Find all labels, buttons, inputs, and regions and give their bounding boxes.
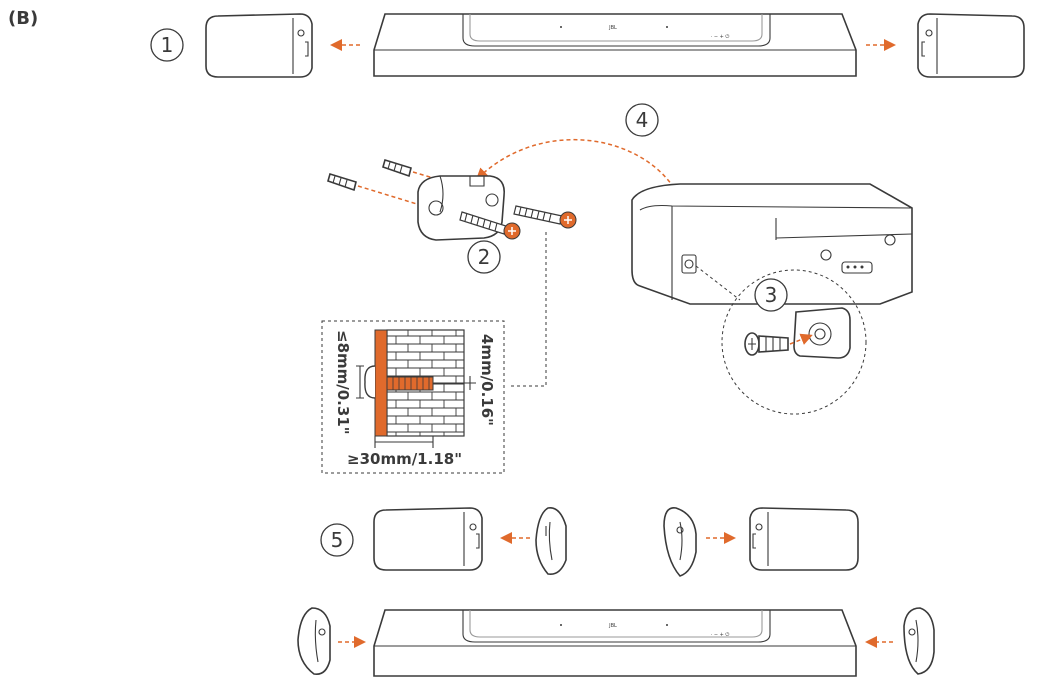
step-5-group: 5: [297, 507, 935, 677]
step-2-group: 2: [327, 158, 577, 387]
step-2-circle: [467, 240, 501, 274]
zoom-circle: [721, 269, 867, 415]
soundbar-brand-bottom: JBL: [608, 623, 617, 629]
arrow-plug-1: [357, 185, 431, 209]
wall-board: [374, 329, 388, 437]
end-cap-bottom-left: [297, 607, 331, 676]
right-speaker-step5: [749, 507, 859, 571]
screw-1: [459, 211, 521, 240]
soundbar-controls-bottom: · − + ⏻: [711, 632, 730, 638]
soundbar-back-perspective: [631, 183, 913, 305]
soundbar-top: JBL · − + ⏻: [373, 13, 857, 77]
screw-detail: [744, 332, 789, 356]
end-cap-bottom-right: [903, 607, 935, 675]
screw-shank-detail: [386, 376, 434, 391]
right-speaker-detached: [917, 13, 1025, 78]
step-4-circle: [625, 103, 659, 137]
arrow-screw-in: [789, 333, 813, 345]
end-cap-right: [663, 507, 697, 577]
dim-screw-protrusion: 4mm/0.16": [478, 334, 496, 426]
left-speaker-detached: [205, 13, 313, 78]
step-3-number: 3: [765, 283, 778, 307]
step-5-circle: [320, 523, 354, 557]
end-cap-left: [535, 507, 567, 576]
step-3-circle: [754, 278, 788, 312]
step-1-group: 1 JBL · − + ⏻: [150, 13, 1025, 78]
step-2-number: 2: [478, 245, 491, 269]
wall-plug-2: [382, 158, 412, 178]
dim-screw-depth: ≥30mm/1.18": [347, 450, 462, 468]
bracket-slot-detail: [793, 307, 851, 359]
step-1-number: 1: [161, 33, 174, 57]
step-5-number: 5: [331, 528, 344, 552]
wall-plug-1: [327, 172, 357, 192]
soundbar-controls-top: · − + ⏻: [711, 34, 730, 40]
step-4-number: 4: [636, 108, 649, 132]
detail-connector: [508, 232, 547, 387]
soundbar-bottom: JBL · − + ⏻: [373, 609, 857, 677]
screw-head-detail: [364, 365, 376, 399]
dim-wall-thickness: ≤8mm/0.31": [334, 330, 352, 435]
screw-2: [513, 205, 577, 229]
left-speaker-step5: [373, 507, 483, 571]
wall-mount-detail: ≤8mm/0.31" 4mm/0.16" ≥30mm/1.18": [321, 320, 505, 474]
step-3-group: 3: [631, 183, 913, 415]
step-1-circle: [150, 28, 184, 62]
soundbar-brand-top: JBL: [608, 25, 617, 31]
detail-box: [321, 320, 505, 474]
figure-label: (B): [8, 8, 39, 29]
